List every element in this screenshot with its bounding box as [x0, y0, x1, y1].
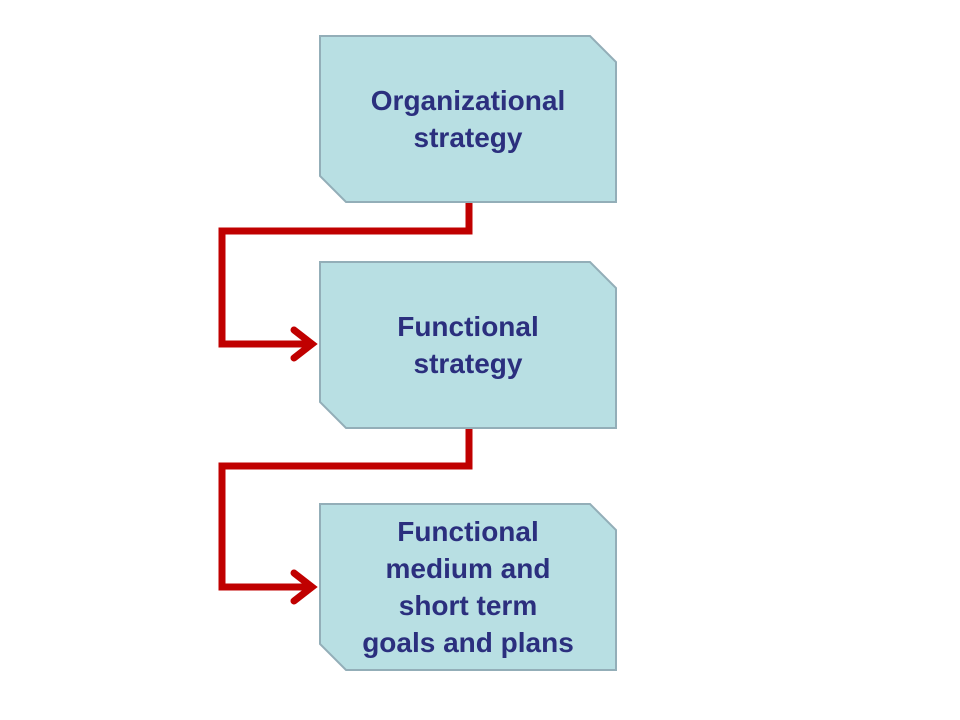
box-organizational-strategy — [319, 35, 617, 203]
arrowhead-2-to-3 — [290, 569, 318, 605]
box-functional-strategy — [319, 261, 617, 429]
boxes — [319, 35, 617, 671]
box-label-functional-goals-plans: Functional medium and short term goals a… — [362, 516, 574, 658]
arrowhead-1-to-2 — [290, 326, 318, 362]
connectors — [218, 202, 473, 605]
box-label-functional-strategy: Functional strategy — [397, 311, 539, 379]
box-functional-goals-plans — [319, 503, 617, 671]
connector-1-to-2 — [218, 202, 473, 348]
box-label-organizational-strategy: Organizational strategy — [370, 85, 566, 153]
connector-2-to-3 — [218, 428, 473, 591]
